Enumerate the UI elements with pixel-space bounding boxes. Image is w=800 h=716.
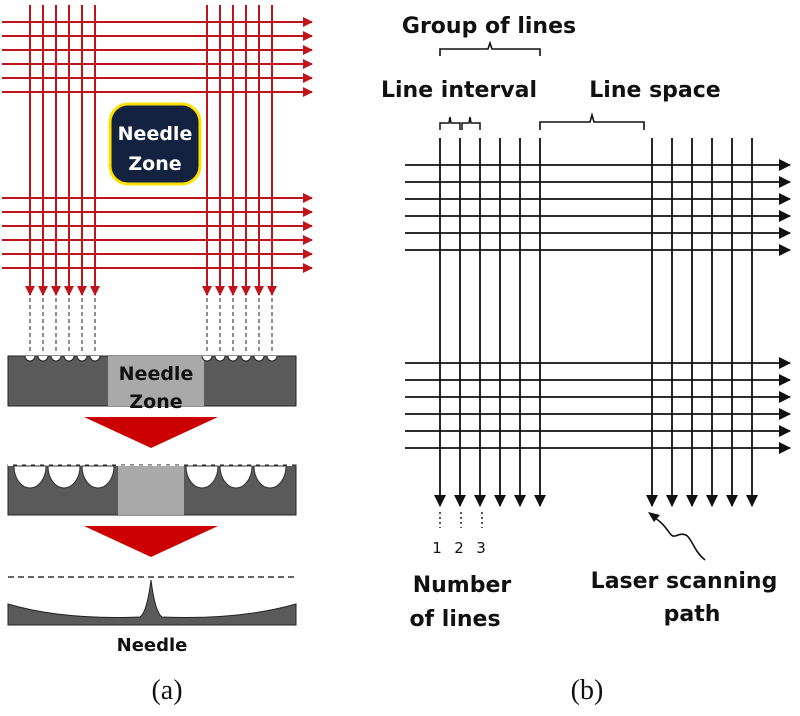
- surface-bump: [240, 355, 252, 362]
- laser-scanning-path-label-line2: path: [664, 602, 721, 627]
- ablated-scallops: [13, 465, 287, 489]
- caption-a: (a): [151, 675, 182, 706]
- brace-line-space: [539, 112, 645, 130]
- surface-bump: [214, 355, 226, 362]
- surface-bump: [227, 355, 239, 362]
- number-of-lines-label-line1: Number: [413, 573, 512, 598]
- scallop: [81, 465, 115, 489]
- line-number-3: 3: [476, 539, 486, 557]
- line-number-2: 2: [454, 539, 464, 557]
- panel-b: Group of lines Line interval Line space …: [381, 14, 791, 706]
- panel-a: Needle Zone Needle Zone Needl: [2, 5, 313, 706]
- caption-b: (b): [571, 675, 604, 706]
- surface-bump: [253, 355, 265, 362]
- scallop: [185, 465, 219, 489]
- line-count-marks: [439, 512, 483, 528]
- substrate-bar-2: [7, 464, 297, 516]
- surface-bump: [50, 355, 62, 362]
- scallop: [253, 465, 287, 489]
- line-interval-label: Line interval: [381, 78, 537, 103]
- scallop: [219, 465, 253, 489]
- process-arrow-1: [84, 417, 218, 448]
- needle-profile: [7, 576, 297, 626]
- surface-bump: [266, 355, 278, 362]
- panel-a-scan-lines: [2, 5, 313, 296]
- surface-bump: [37, 355, 49, 362]
- surface-bump: [201, 355, 213, 362]
- dashed-laser-columns: [29, 298, 273, 352]
- number-of-lines-label-line2: of lines: [409, 607, 500, 632]
- line-space-label: Line space: [589, 78, 720, 103]
- substrate-bar-1: Needle Zone: [7, 355, 297, 413]
- process-arrow-2: [84, 526, 218, 557]
- needle-zone-box: Needle Zone: [108, 102, 202, 186]
- needle-zone-bar-label-line2: Zone: [129, 391, 182, 413]
- brace-group-of-lines: [439, 40, 541, 56]
- needle-zone-label-line2: Zone: [128, 153, 181, 175]
- surface-bumps: [24, 355, 278, 362]
- line-number-1: 1: [432, 539, 442, 557]
- needle-label: Needle: [117, 635, 188, 656]
- surface-bump: [24, 355, 36, 362]
- scallop: [47, 465, 81, 489]
- needle-zone-label-line1: Needle: [118, 123, 193, 145]
- laser-scanning-path-label-line1: Laser scanning: [591, 569, 778, 594]
- surface-bump: [89, 355, 101, 362]
- surface-bump: [63, 355, 75, 362]
- laser-path-pointer: [648, 512, 706, 561]
- scallop: [13, 465, 47, 489]
- group-of-lines-label: Group of lines: [402, 14, 576, 39]
- brace-line-interval: [439, 116, 481, 130]
- surface-bump: [76, 355, 88, 362]
- needle-zone-bar-label-line1: Needle: [119, 363, 194, 385]
- panel-b-scan-lines: [405, 138, 791, 507]
